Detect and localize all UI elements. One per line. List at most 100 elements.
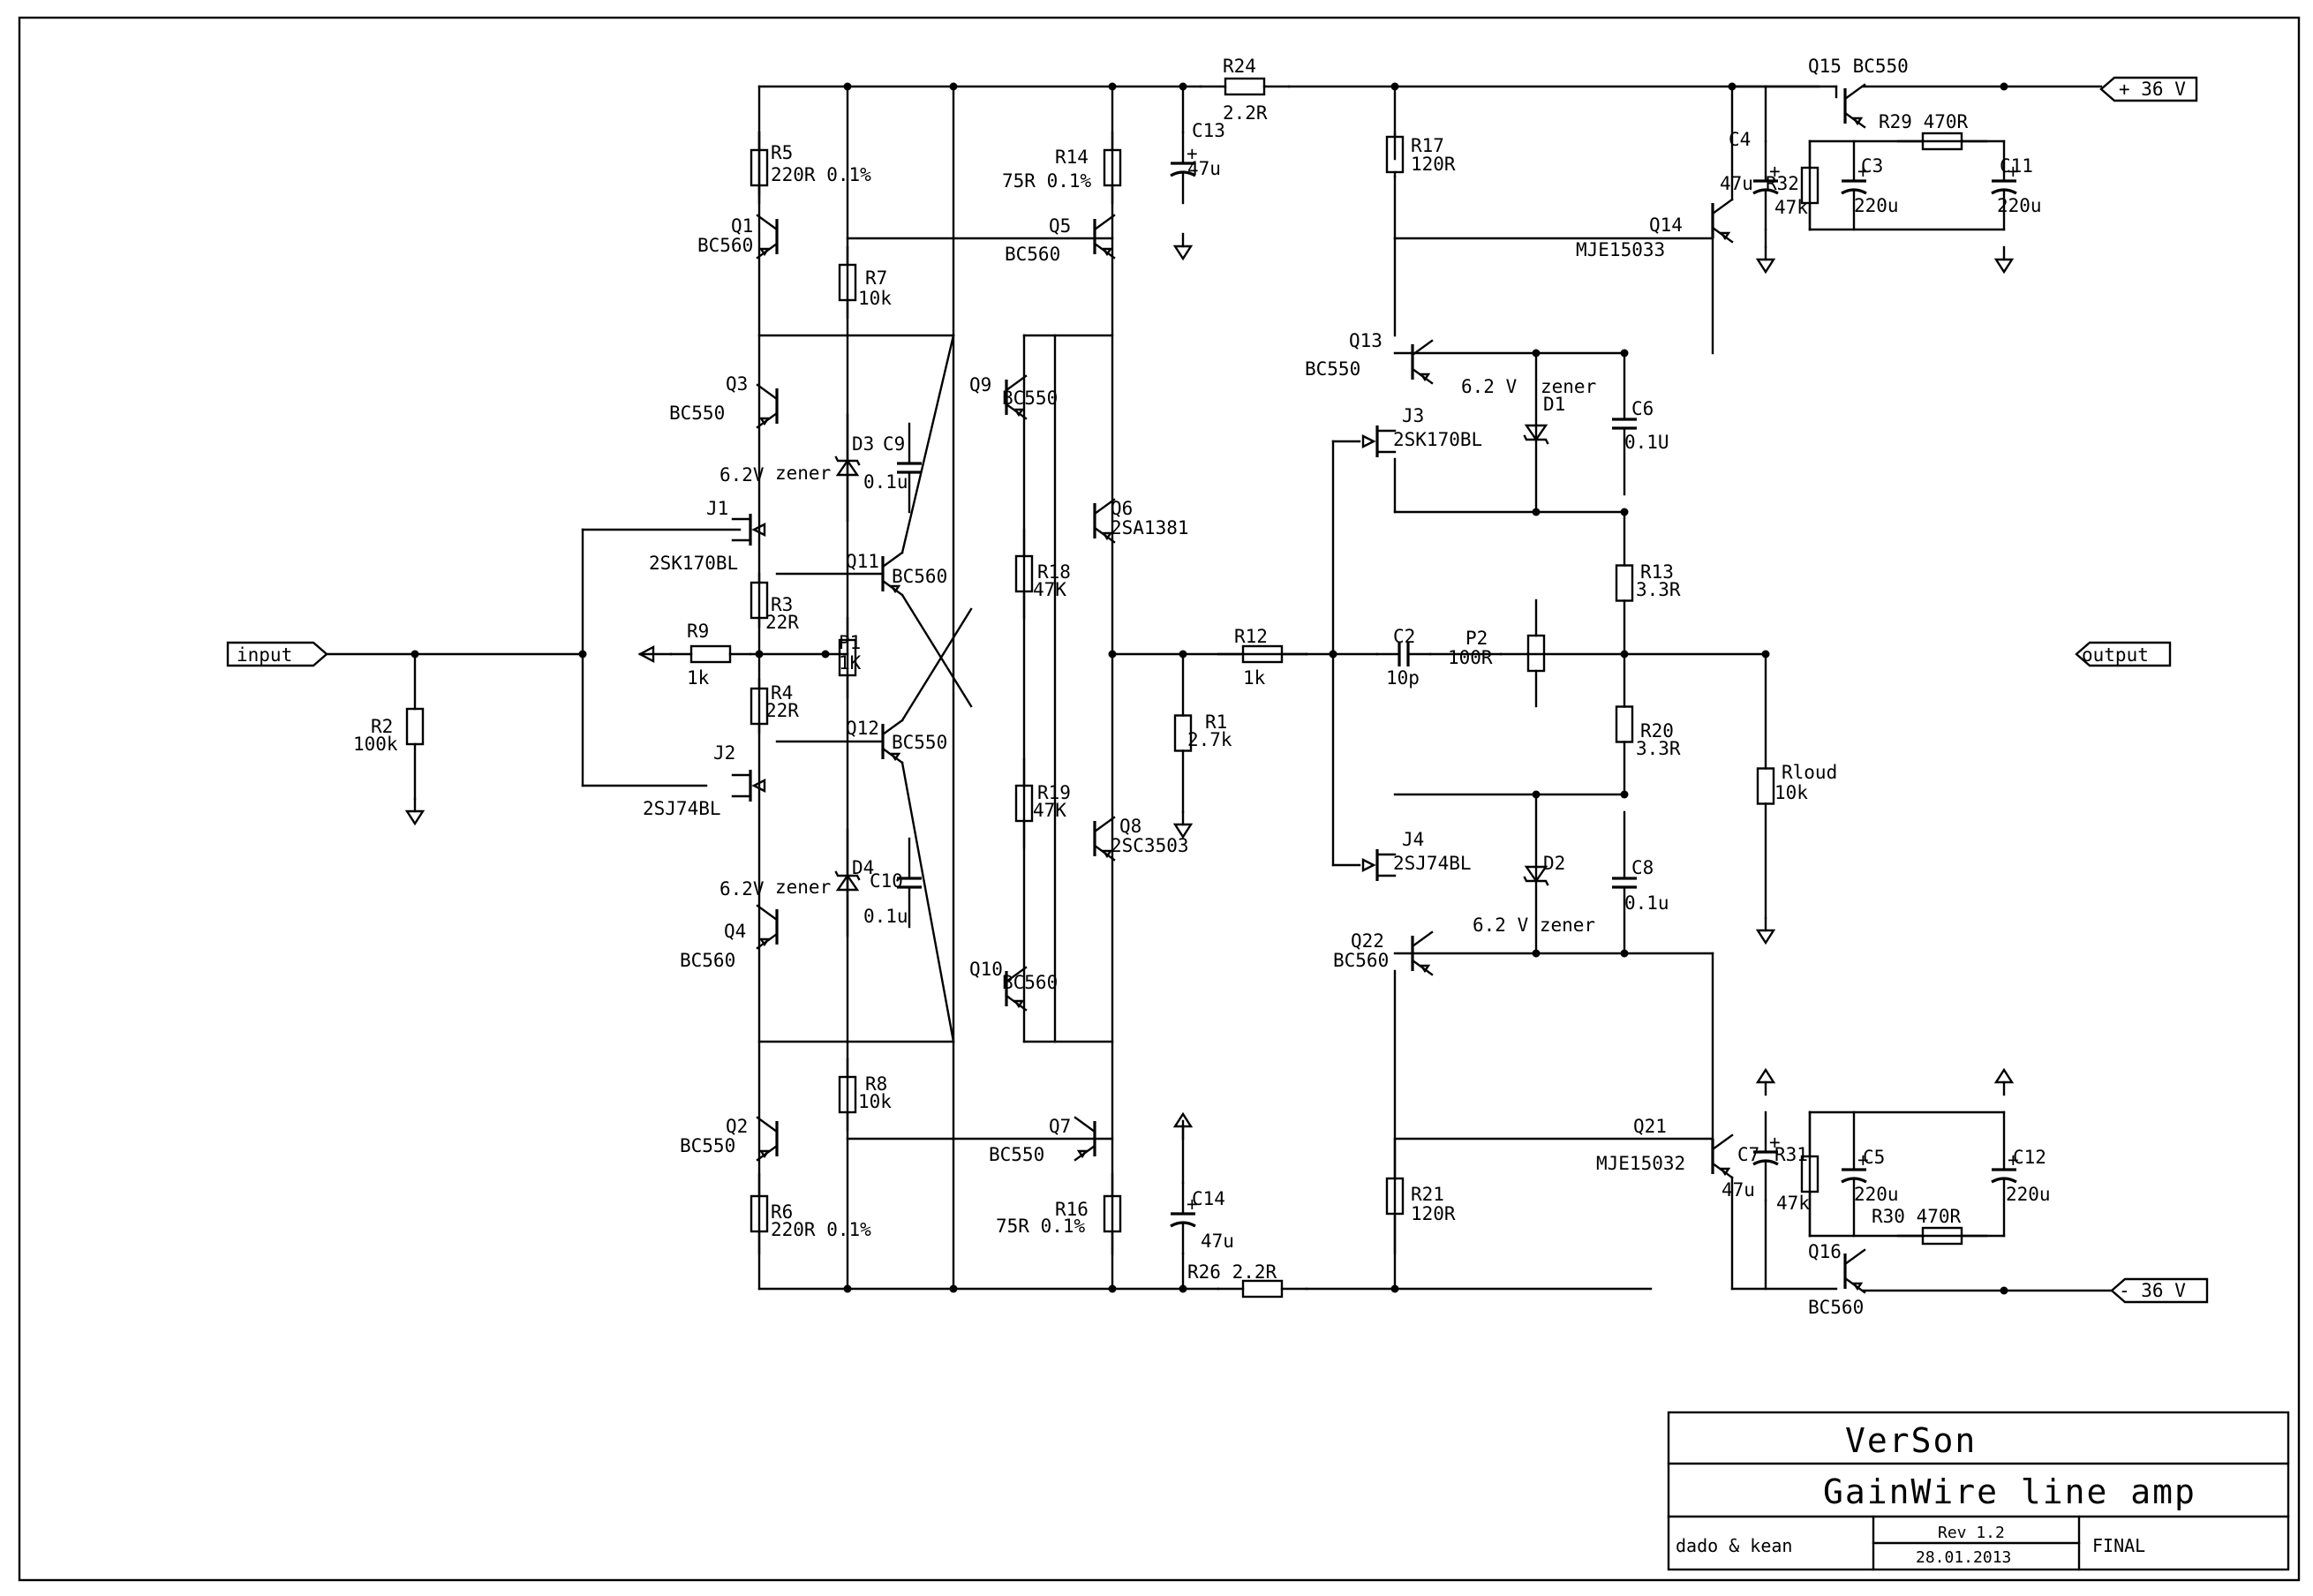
svg-text:+: +: [1187, 143, 1198, 164]
label-c7: C7: [1737, 1144, 1759, 1165]
ground-symbol: [1993, 1067, 2015, 1096]
label-c5: C5: [1863, 1147, 1885, 1168]
junction-dot: [1108, 650, 1117, 659]
label-r30: R30 470R: [1872, 1206, 1962, 1227]
label-r8v: 10k: [858, 1091, 892, 1112]
label-j4v: 2SJ74BL: [1393, 853, 1472, 874]
svg-text:+: +: [1857, 161, 1869, 182]
label-r6v: 220R 0.1%: [771, 1219, 871, 1240]
label-q3: Q3: [726, 373, 748, 395]
label-p2: P2: [1465, 628, 1488, 649]
label-r1: R1: [1205, 711, 1227, 733]
label-c10: C10: [870, 870, 903, 892]
label-r19: R19: [1037, 782, 1071, 803]
label-c10v: 0.1u: [863, 906, 908, 927]
resistor-r21: [1385, 1177, 1405, 1216]
label-r12v: 1k: [1243, 667, 1266, 689]
resistor-r6: [750, 1194, 769, 1233]
wire: [900, 607, 973, 722]
label-r1v: 2.7k: [1187, 729, 1232, 750]
label-r18: R18: [1037, 561, 1071, 583]
label-q16v: BC560: [1808, 1297, 1864, 1318]
label-q16: Q16: [1808, 1241, 1842, 1262]
capacitor-c8: [1612, 877, 1637, 889]
label-r7v: 10k: [858, 288, 892, 309]
label-d3v: 6.2V: [720, 464, 765, 486]
label-j3v: 2SK170BL: [1393, 429, 1482, 450]
resistor-r13: [1615, 564, 1634, 602]
junction-dot: [578, 650, 587, 659]
junction-dot: [1329, 650, 1337, 659]
resistor-r1: [1173, 714, 1193, 752]
label-r17v: 120R: [1411, 154, 1456, 175]
vpos-port: + 36 V: [2099, 76, 2198, 102]
junction-dot: [2000, 1286, 2008, 1295]
junction-dot: [1728, 82, 1737, 91]
label-q12v: BC550: [892, 732, 947, 753]
label-r21v: 120R: [1411, 1203, 1456, 1224]
junction-dot: [949, 82, 958, 91]
junction-dot: [2000, 82, 2008, 91]
label-r21: R21: [1411, 1184, 1444, 1205]
ground-symbol: [1993, 245, 2015, 275]
revision: Rev 1.2: [1938, 1524, 2005, 1542]
title-block: VerSon GainWire line amp dado & kean Rev…: [1667, 1411, 2290, 1571]
label-q21v: MJE15032: [1596, 1153, 1685, 1174]
resistor-r26: [1241, 1279, 1284, 1299]
label-q2: Q2: [726, 1116, 748, 1137]
label-q13: Q13: [1349, 330, 1383, 351]
label-r2v: 100k: [353, 734, 398, 755]
label-rlv: 10k: [1774, 782, 1808, 803]
label-q6v: 2SA1381: [1111, 517, 1189, 538]
label-q13v: BC550: [1305, 358, 1360, 380]
capacitor-c10: [897, 877, 922, 889]
label-r20: R20: [1640, 720, 1674, 742]
transistor-q22: [1411, 930, 1434, 976]
label-q8v: 2SC3503: [1111, 835, 1189, 856]
label-d3: D3: [852, 433, 874, 455]
junction-dot: [843, 82, 852, 91]
label-r13: R13: [1640, 561, 1674, 583]
junction-dot: [949, 1284, 958, 1293]
capacitor-c3: +: [1841, 161, 1869, 195]
transistor-q12: [881, 719, 904, 764]
resistor-r31: [1800, 1155, 1820, 1193]
wire: [900, 334, 955, 554]
label-r18v: 47K: [1033, 579, 1066, 600]
resistor-r16: [1103, 1194, 1122, 1233]
transistor-q2: [756, 1116, 779, 1162]
label-q15: Q15 BC550: [1808, 56, 1909, 77]
output-port: output: [2075, 641, 2172, 667]
capacitor-c9: [897, 462, 922, 474]
arrow-terminal: [637, 645, 655, 663]
resistor-r24: [1224, 77, 1266, 96]
company-name: VerSon: [1845, 1421, 1977, 1460]
ground-symbol: [1755, 245, 1776, 275]
label-r5: R5: [771, 142, 793, 163]
label-r4: R4: [771, 682, 793, 704]
resistor-r32: [1800, 166, 1820, 205]
zener-d2: [1523, 865, 1549, 886]
label-j1: J1: [706, 498, 728, 519]
resistor-rloud: [1756, 767, 1775, 805]
transistor-q9: [1005, 374, 1028, 420]
components: ++++++++: [404, 77, 2019, 1299]
transistor-q3: [756, 383, 779, 429]
transistor-q8: [1093, 816, 1116, 862]
status: FINAL: [2092, 1535, 2145, 1556]
label-c5v: 220u: [1854, 1184, 1899, 1205]
wires: [325, 82, 2113, 1295]
label-q9v: BC550: [1002, 388, 1058, 409]
transistor-q16: [1843, 1248, 1866, 1294]
label-c9: C9: [883, 433, 905, 455]
resistor-r14: [1103, 148, 1122, 187]
label-c4v: 47u: [1720, 173, 1753, 194]
label-p2v: 100R: [1448, 647, 1493, 668]
jfet-j2: [731, 770, 766, 802]
label-d4: D4: [852, 857, 874, 878]
label-r9v: 1k: [687, 667, 710, 689]
label-r32: R32: [1766, 173, 1799, 194]
label-q10v: BC560: [1002, 972, 1058, 993]
